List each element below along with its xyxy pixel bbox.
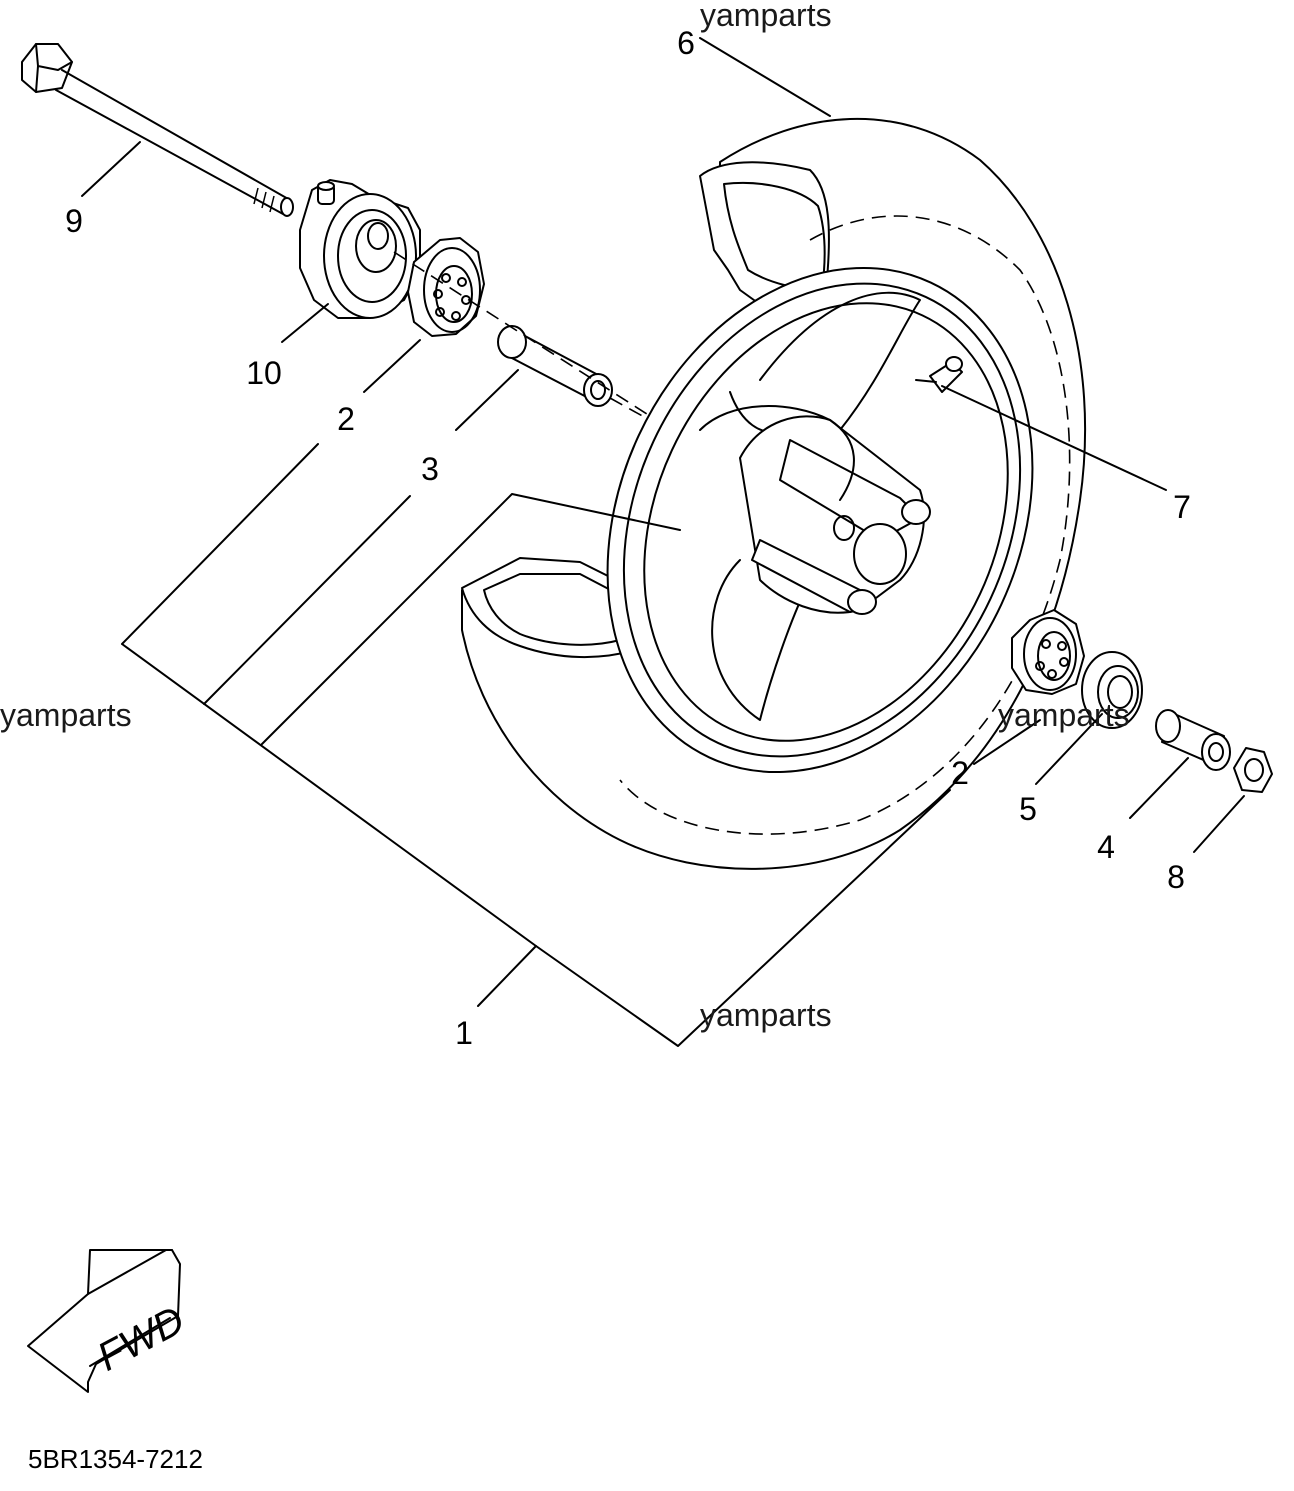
oil-seal — [1081, 651, 1143, 729]
speedometer-gear-unit — [299, 179, 421, 319]
callout-10: 10 — [246, 355, 282, 391]
right-bearing — [1011, 609, 1085, 695]
right-collar — [1155, 709, 1231, 771]
watermark-left: yamparts — [0, 697, 132, 733]
leader-lines — [81, 37, 1245, 1047]
callout-7: 7 — [1173, 489, 1191, 525]
callout-2-left: 2 — [337, 401, 355, 437]
callout-1: 1 — [455, 1015, 473, 1051]
callout-4: 4 — [1097, 829, 1115, 865]
axle-nut — [1233, 747, 1273, 793]
callout-6: 6 — [677, 25, 695, 61]
watermark-bottom: yamparts — [700, 997, 832, 1033]
callout-2-right: 2 — [951, 755, 969, 791]
left-bearing — [407, 237, 485, 337]
watermark-top: yamparts — [700, 0, 832, 33]
callout-3: 3 — [421, 451, 439, 487]
diagram-code: 5BR1354-7212 — [28, 1444, 203, 1474]
callout-8: 8 — [1167, 859, 1185, 895]
axle-bolt — [21, 43, 294, 217]
spacer-collar — [497, 325, 613, 407]
watermark-right: yamparts — [998, 697, 1130, 733]
callout-9: 9 — [65, 203, 83, 239]
callout-5: 5 — [1019, 791, 1037, 827]
fwd-arrow-icon: FWD — [27, 1249, 192, 1393]
wheel-rim — [606, 266, 1034, 774]
